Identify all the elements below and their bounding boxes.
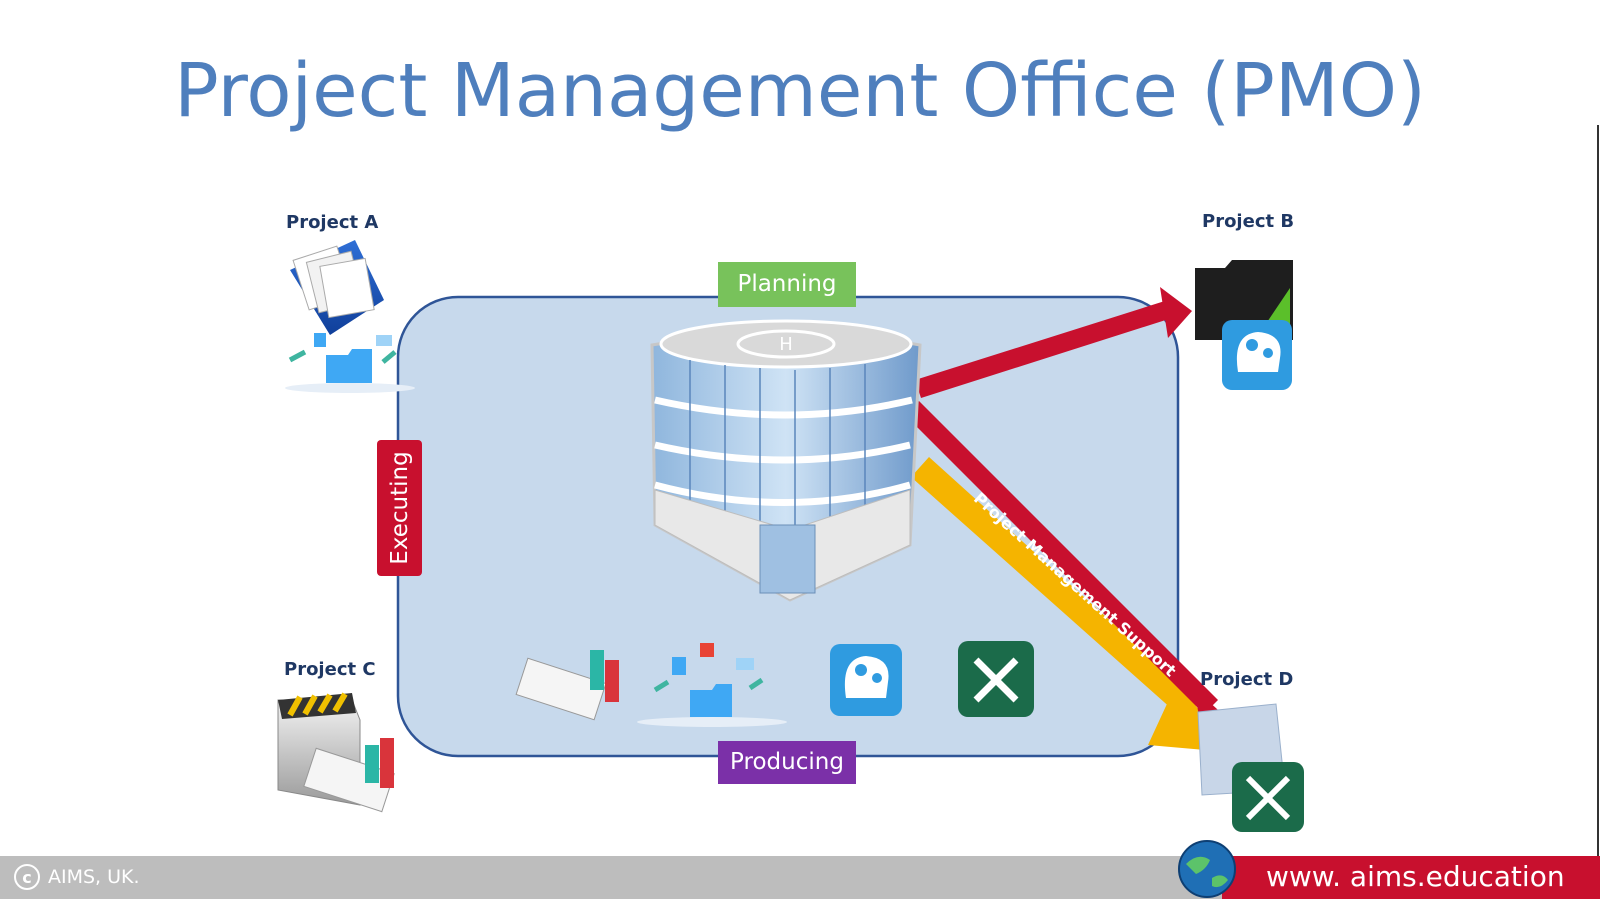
project-d-label: Project D [1200, 669, 1294, 690]
folder-documents-icon [285, 240, 415, 393]
tools-icon [958, 641, 1034, 717]
executing-text: Executing [386, 451, 413, 565]
folder-tools-icon [1197, 703, 1304, 832]
striped-folder-chart-icon [277, 692, 395, 813]
brain-gears-icon [1222, 320, 1292, 390]
website-bar [1222, 856, 1600, 899]
project-a-label: Project A [286, 212, 379, 233]
copyright: c AIMS, UK. [14, 862, 140, 892]
office-building-icon: H [650, 319, 922, 602]
planning-label: Planning [718, 262, 856, 307]
project-b-label: Project B [1202, 211, 1295, 232]
website-link[interactable]: www. aims.education [1266, 860, 1565, 893]
arrow-to-project-b [915, 287, 1192, 398]
svg-text:H: H [779, 334, 793, 355]
page-title: Project Management Office (PMO) [174, 48, 1426, 134]
executing-label: Executing [377, 440, 422, 576]
chart-icon [515, 650, 619, 721]
producing-label: Producing [718, 741, 856, 784]
copyright-icon: c [14, 864, 40, 890]
project-c-label: Project C [284, 659, 376, 680]
right-edge-line [1597, 125, 1599, 865]
cloud-folder-icon [637, 643, 787, 727]
brain-gears-icon [830, 644, 902, 716]
globe-icon [1178, 840, 1236, 898]
copyright-text: AIMS, UK. [48, 866, 140, 888]
